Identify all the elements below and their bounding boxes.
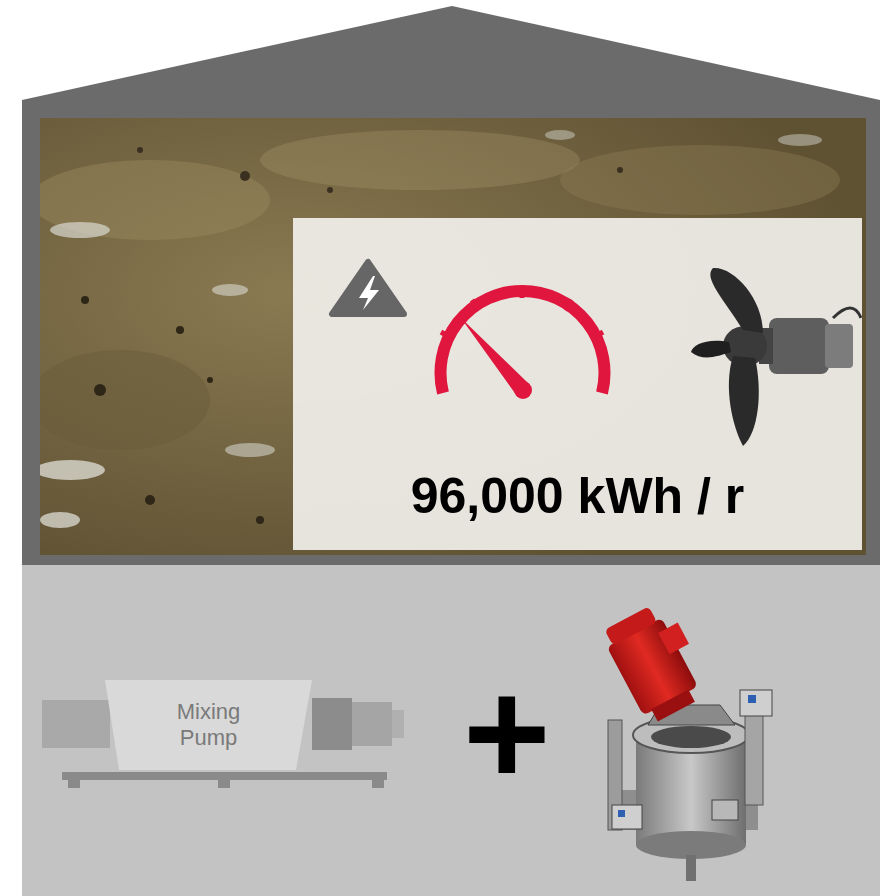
lightning-bolt [359,276,379,310]
warning-triangle [332,262,404,314]
lower-area [22,565,880,896]
energy-panel: 96,000 kWh / r [293,218,862,550]
roof-frame [22,6,880,565]
gauge-icon [441,286,605,399]
pump-label: Mixing Pump [154,699,264,752]
energy-value: 96,000 kWh / r [411,469,745,524]
mixing-pump-box: Mixing Pump [105,680,312,770]
pump-illustration [42,698,404,788]
machine-illustration [599,598,772,881]
sludge-photo [40,118,866,555]
mixer-propeller [691,268,861,446]
plus-sign: + [463,658,551,808]
